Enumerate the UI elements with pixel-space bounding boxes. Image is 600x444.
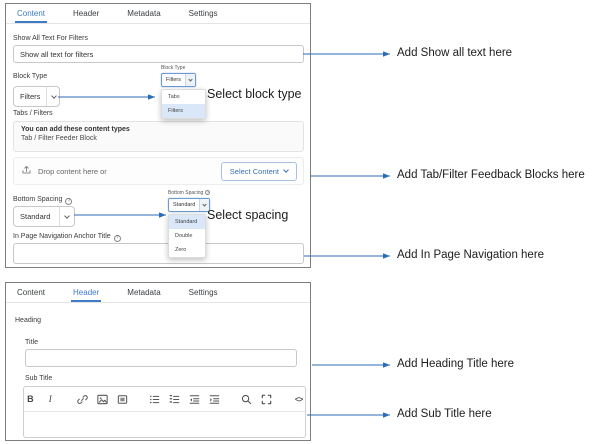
- annotation-select-spacing: Select spacing: [207, 208, 289, 222]
- bottom-spacing-popup-select[interactable]: Standard: [168, 198, 211, 212]
- show-all-text-label: Show All Text For Filters: [13, 35, 88, 42]
- help-icon[interactable]: ?: [65, 198, 73, 205]
- help-icon[interactable]: ?: [113, 235, 121, 242]
- option-zero[interactable]: Zero: [175, 247, 187, 253]
- content-editor-panel-top: Content Header Metadata Settings Show Al…: [5, 3, 311, 268]
- in-page-nav-label: In Page Navigation Anchor Title?: [13, 233, 121, 242]
- tab-header[interactable]: Header: [71, 287, 102, 302]
- bottom-spacing-popup-label: Bottom Spacing?: [168, 190, 211, 196]
- content-types-heading: You can add these content types: [21, 126, 130, 133]
- bottom-spacing-popup-value: Standard: [173, 202, 196, 208]
- tab-metadata[interactable]: Metadata: [127, 9, 161, 18]
- sub-title-label: Sub Title: [25, 375, 53, 382]
- block-type-popup-label: Block Type: [161, 65, 186, 71]
- bottom-spacing-select[interactable]: Standard: [13, 206, 75, 227]
- link-icon[interactable]: [76, 392, 89, 407]
- tab-metadata[interactable]: Metadata: [127, 288, 161, 297]
- annotation-add-show-all-text: Add Show all text here: [397, 47, 513, 59]
- content-types-item: Tab / Filter Feeder Block: [21, 135, 97, 142]
- italic-icon[interactable]: I: [48, 394, 52, 404]
- editor-content-area[interactable]: [24, 412, 305, 438]
- chevron-down-icon: [283, 167, 289, 173]
- chevron-down-icon: [184, 74, 195, 86]
- tab-settings[interactable]: Settings: [188, 9, 218, 18]
- title-input[interactable]: [25, 349, 297, 367]
- help-icon: ?: [205, 190, 211, 195]
- in-page-nav-input[interactable]: [13, 243, 304, 264]
- block-type-popup: Block Type Filters Tabs Filters: [161, 65, 206, 119]
- content-editor-panel-bottom: Content Header Metadata Settings Heading…: [5, 282, 311, 441]
- allowed-content-types-box: You can add these content types Tab / Fi…: [13, 121, 304, 152]
- block-type-select-value: Filters: [20, 92, 41, 101]
- outdent-icon[interactable]: [188, 392, 201, 407]
- tab-content[interactable]: Content: [15, 8, 48, 23]
- annotation-select-block-type: Select block type: [207, 87, 302, 101]
- search-icon[interactable]: [240, 392, 253, 407]
- select-content-button[interactable]: Select Content: [220, 161, 297, 181]
- fullscreen-icon[interactable]: [260, 392, 273, 407]
- tab-header[interactable]: Header: [73, 9, 100, 18]
- option-tabs[interactable]: Tabs: [168, 94, 180, 100]
- media-icon[interactable]: [116, 392, 129, 407]
- tab-bar-bottom: Content Header Metadata Settings: [6, 283, 310, 303]
- block-type-popup-select[interactable]: Filters: [161, 73, 196, 87]
- spacing-options-list: Standard Double Zero: [168, 214, 206, 258]
- select-content-label: Select Content: [229, 166, 279, 176]
- option-standard[interactable]: Standard: [169, 215, 205, 229]
- indent-icon[interactable]: [208, 392, 221, 407]
- drop-content-text: Drop content here or: [38, 166, 107, 176]
- block-type-popup-value: Filters: [166, 77, 181, 83]
- block-type-label: Block Type: [13, 73, 48, 80]
- drop-content-area[interactable]: Drop content here or Select Content: [13, 157, 304, 185]
- code-view-icon[interactable]: <>: [294, 394, 303, 404]
- image-icon[interactable]: [96, 392, 109, 407]
- tabs-filters-label: Tabs / Filters: [13, 110, 53, 117]
- block-type-select[interactable]: Filters: [13, 86, 60, 107]
- chevron-down-icon: [46, 87, 61, 106]
- show-all-text-input[interactable]: [13, 45, 304, 63]
- annotation-add-heading-title: Add Heading Title here: [397, 358, 514, 370]
- drop-upload-icon: [21, 162, 32, 180]
- tab-settings[interactable]: Settings: [188, 288, 218, 297]
- option-double[interactable]: Double: [175, 233, 193, 239]
- tab-bar-top: Content Header Metadata Settings: [6, 4, 310, 24]
- bullet-list-icon[interactable]: [148, 392, 161, 407]
- numbered-list-icon[interactable]: [168, 392, 181, 407]
- chevron-down-icon: [199, 199, 210, 211]
- option-filters[interactable]: Filters: [162, 104, 205, 118]
- block-type-options-list: Tabs Filters: [161, 89, 206, 119]
- rich-text-editor[interactable]: B I: [23, 386, 306, 438]
- chevron-down-icon: [59, 207, 74, 226]
- annotation-add-tab-filter-blocks: Add Tab/Filter Feedback Blocks here: [397, 169, 585, 181]
- bold-icon[interactable]: B: [27, 394, 34, 404]
- editor-toolbar: B I: [24, 387, 305, 412]
- heading-section-label: Heading: [15, 317, 42, 324]
- bottom-spacing-popup: Bottom Spacing? Standard Standard Double…: [168, 190, 211, 258]
- bottom-spacing-select-value: Standard: [20, 212, 51, 221]
- annotation-add-sub-title: Add Sub Title here: [397, 408, 492, 420]
- bottom-spacing-label: Bottom Spacing?: [13, 196, 73, 205]
- tab-content[interactable]: Content: [17, 288, 46, 297]
- annotation-add-in-page-nav: Add In Page Navigation here: [397, 249, 545, 261]
- title-label: Title: [25, 339, 38, 346]
